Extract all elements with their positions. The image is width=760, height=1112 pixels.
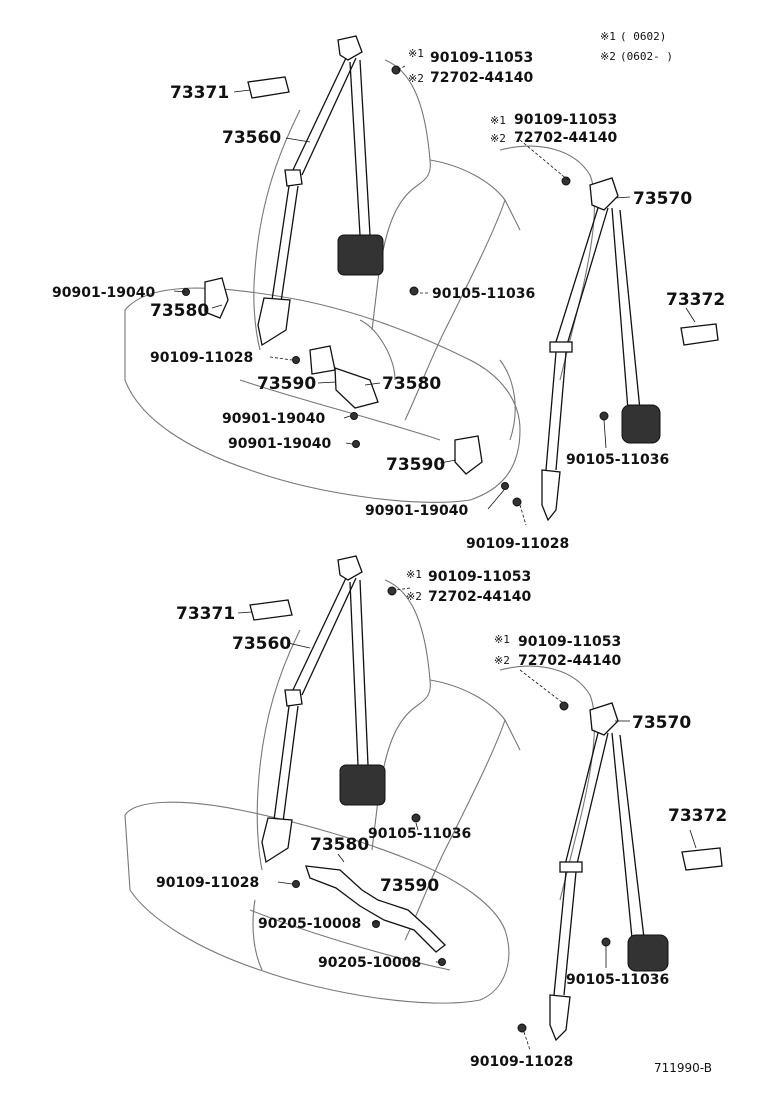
upper-leader-lines [173,65,696,526]
lower-part-90109-11053-b: 90109-11053 [518,634,621,650]
lower-cover-73372-icon [681,847,723,871]
lower-left-retractor-icon [339,764,386,806]
upper-note2-mark: ※2 [408,72,424,85]
bolt-icon [559,701,569,711]
upper-part-90901-19040-c: 90901-19040 [228,436,331,452]
upper-part-90901-19040-d: 90901-19040 [365,503,468,519]
upper-cover-73372-icon [680,323,719,346]
upper-part-90109-11028-b: 90109-11028 [466,536,569,552]
lower-note1b-mark: ※1 [494,633,510,646]
upper-part-73580-a: 73580 [150,301,209,321]
upper-note1b-mark: ※1 [490,114,506,127]
lower-bolts [292,586,611,1033]
figure-code: 711990-B [654,1061,712,1075]
lower-driver-belt [261,555,446,953]
lower-part-73371: 73371 [176,604,235,624]
upper-note2b-mark: ※2 [490,132,506,145]
legend-note1-range: ( 0602) [620,30,666,43]
lower-passenger-belt [549,702,723,1042]
upper-right-retractor-icon [621,404,661,444]
lower-leader-lines [237,587,697,1051]
bolt-icon [292,356,300,364]
lower-part-90109-11053-a: 90109-11053 [428,569,531,585]
bolt-icon [601,937,611,947]
bolt-icon [292,880,300,888]
lower-note2-mark: ※2 [406,590,422,603]
lower-part-90205-10008-b: 90205-10008 [318,955,421,971]
upper-note1-mark: ※1 [408,47,424,60]
upper-driver-belt [204,35,483,475]
bolt-icon [409,286,419,296]
lower-part-90109-11028-b: 90109-11028 [470,1054,573,1070]
lower-bracket-73590-icon [305,865,446,953]
upper-part-72702-44140-a: 72702-44140 [430,70,533,86]
bolt-icon [387,586,397,596]
bolt-icon [501,482,509,490]
lower-cover-73371 [249,599,293,621]
lower-part-72702-44140-b: 72702-44140 [518,653,621,669]
upper-buckle-73580b-icon [334,367,379,409]
upper-part-72702-44140-b: 72702-44140 [514,130,617,146]
upper-passenger-belt [541,177,719,522]
upper-part-90109-11053-b: 90109-11053 [514,112,617,128]
lower-part-90105-11036-b: 90105-11036 [566,972,669,988]
bolt-icon [411,813,421,823]
upper-bolts [182,65,609,507]
bolt-icon [512,497,522,507]
upper-part-73570: 73570 [633,189,692,209]
upper-part-90901-19040-a: 90901-19040 [52,285,155,301]
legend-note1-mark: ※1 [600,30,616,43]
bolt-icon [352,440,360,448]
upper-part-90105-11036-a: 90105-11036 [432,286,535,302]
lower-cover-73371-icon [249,599,293,621]
upper-part-73580-b: 73580 [382,374,441,394]
upper-cover-73371 [247,76,290,99]
upper-part-90105-11036-b: 90105-11036 [566,452,669,468]
lower-part-73560: 73560 [232,634,291,654]
upper-part-73560: 73560 [222,128,281,148]
upper-left-retractor-icon [337,234,384,276]
lower-part-73580: 73580 [310,835,369,855]
lower-part-90205-10008-a: 90205-10008 [258,916,361,932]
legend-note2-mark: ※2 [600,50,616,63]
upper-part-73371: 73371 [170,83,229,103]
bolt-icon [561,176,571,186]
lower-part-73590: 73590 [380,876,439,896]
lower-part-90105-11036-a: 90105-11036 [368,826,471,842]
lower-note2b-mark: ※2 [494,654,510,667]
upper-part-73590-b: 73590 [386,455,445,475]
bolt-icon [517,1023,527,1033]
lower-part-72702-44140-a: 72702-44140 [428,589,531,605]
bolt-icon [350,412,358,420]
upper-part-73590-a: 73590 [257,374,316,394]
bolt-icon [391,65,401,75]
upper-cover-73371-icon [247,76,290,99]
lower-note1-mark: ※1 [406,568,422,581]
upper-part-90901-19040-b: 90901-19040 [222,411,325,427]
upper-part-90109-11028-a: 90109-11028 [150,350,253,366]
bolt-icon [372,920,380,928]
lower-part-73372: 73372 [668,806,727,826]
lower-right-retractor-icon [627,934,669,972]
lower-part-90109-11028-a: 90109-11028 [156,875,259,891]
lower-part-73570: 73570 [632,713,691,733]
upper-buckle-73590b-icon [454,435,483,475]
bolt-icon [599,411,609,421]
upper-part-90109-11053-a: 90109-11053 [430,50,533,66]
lower-seat-outline [124,579,596,1004]
upper-seat-outline [124,59,596,503]
upper-part-73372: 73372 [666,290,725,310]
legend-note2-range: (0602- ) [620,50,673,63]
upper-buckle-73580a-icon [204,277,229,319]
